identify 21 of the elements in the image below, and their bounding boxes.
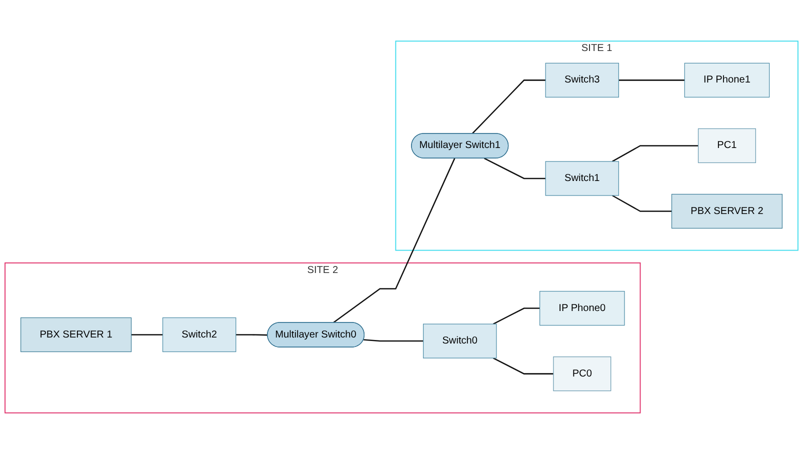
node-box: PBX SERVER 2 [671, 194, 783, 229]
node-box: PC1 [698, 128, 756, 164]
connector [612, 145, 698, 162]
connector [236, 334, 268, 336]
node-box: PBX SERVER 1 [20, 317, 132, 352]
node-box: Switch1 [545, 161, 619, 196]
node-box: Switch0 [423, 324, 497, 358]
connector [131, 334, 163, 336]
node-box: Switch3 [545, 62, 619, 98]
connector [618, 80, 685, 81]
connector [492, 358, 554, 374]
connector [492, 308, 540, 325]
connector [364, 339, 424, 342]
node-box: IP Phone1 [684, 62, 770, 98]
connector [484, 158, 546, 180]
connector [612, 194, 672, 212]
node-box: PC0 [553, 356, 612, 392]
connector [332, 158, 456, 324]
node-box: IP Phone0 [539, 290, 625, 326]
connector [472, 80, 546, 134]
node-box: Switch2 [162, 317, 236, 352]
